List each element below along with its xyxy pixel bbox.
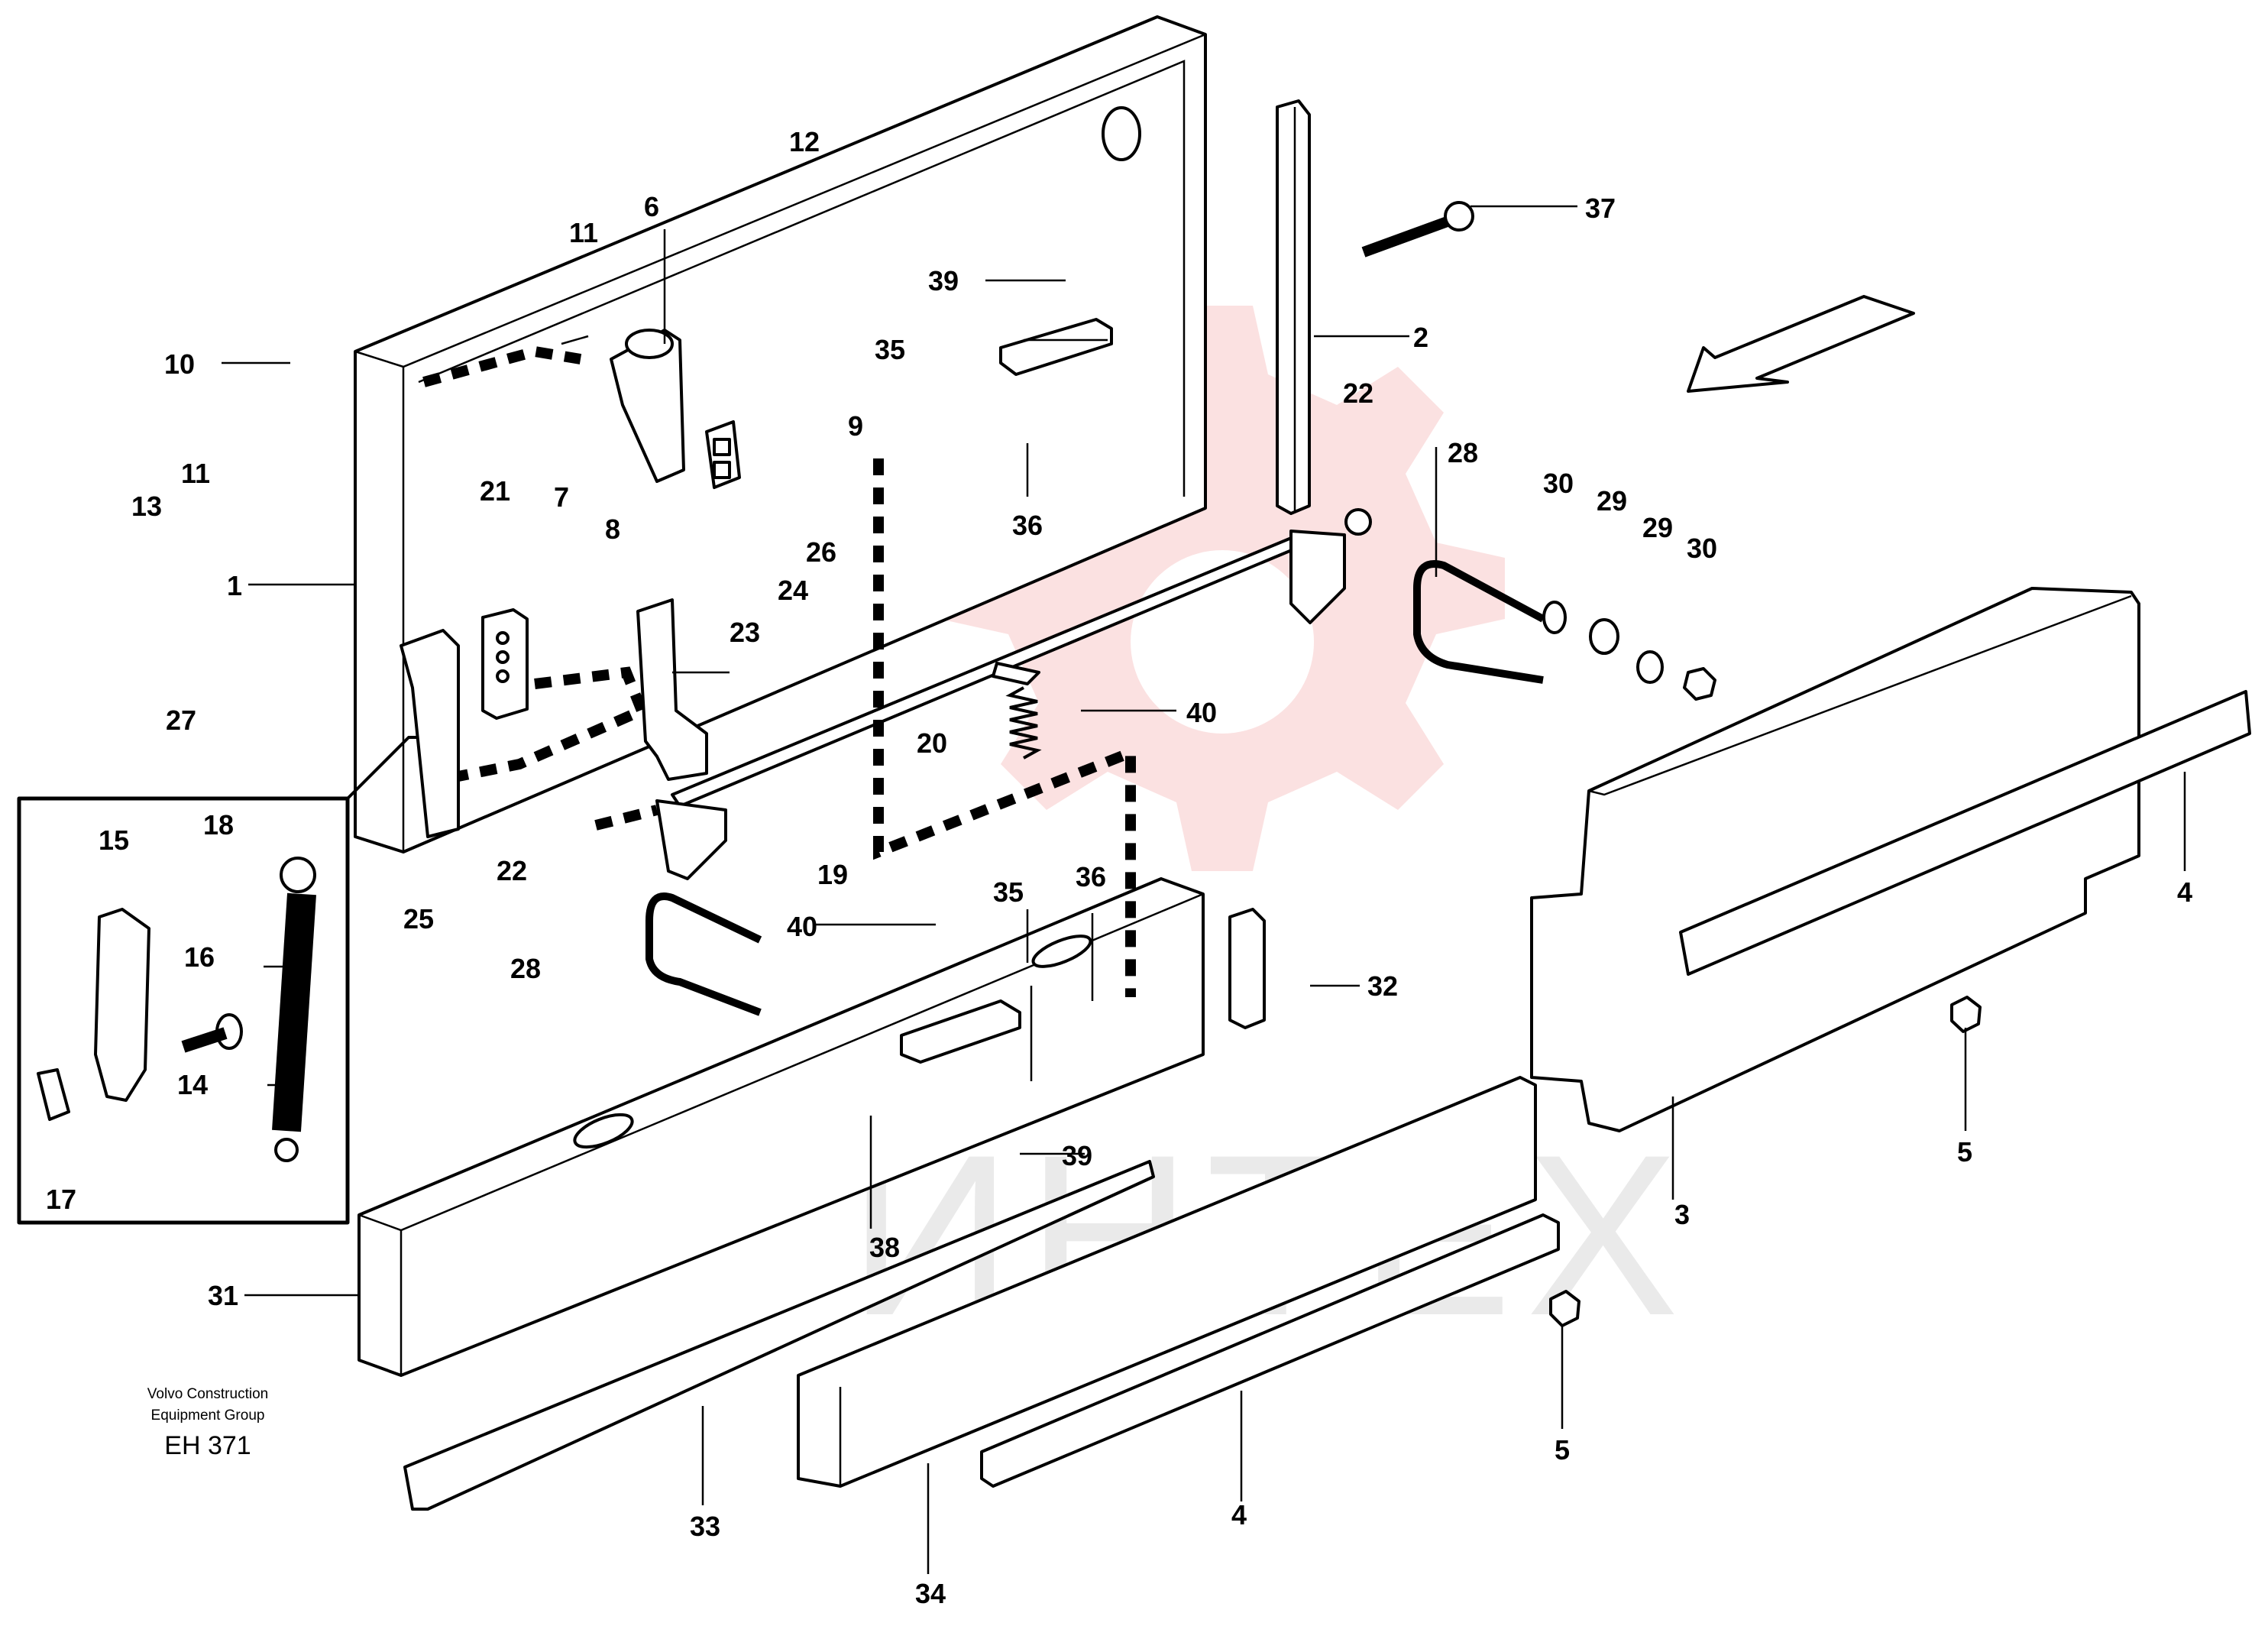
callout-8: 8 (605, 513, 620, 545)
callout-2: 2 (1413, 322, 1428, 353)
nut-part-5-upper (1950, 996, 1982, 1033)
bushing-part-32 (1228, 908, 1266, 1029)
callout-23: 23 (730, 617, 760, 648)
callout-39-upper: 39 (928, 265, 959, 296)
linkage-rod-part-19 (655, 508, 1372, 880)
block-part-3 (1530, 587, 2140, 1132)
callout-39-lower: 39 (1062, 1140, 1092, 1171)
callout-11-lower: 11 (181, 458, 210, 489)
callout-4-upper: 4 (2177, 876, 2192, 908)
callout-18: 18 (203, 809, 234, 841)
callout-20: 20 (917, 727, 947, 759)
drawing-code: EH 371 (164, 1431, 251, 1460)
callout-5-lower: 5 (1555, 1434, 1570, 1466)
callout-30-left: 30 (1543, 468, 1574, 499)
bracket-part-21 (481, 608, 529, 720)
door-hinge-bracket (400, 629, 460, 838)
callout-14: 14 (177, 1069, 208, 1100)
gas-strut-part-14 (272, 857, 316, 1162)
callout-7: 7 (554, 481, 569, 513)
washer-stack-parts-29-30 (1542, 601, 1716, 701)
callout-31: 31 (208, 1280, 238, 1311)
credit-line-1: Volvo Construction (147, 1386, 268, 1402)
callout-33: 33 (690, 1511, 720, 1542)
long-bolt-part-37 (1361, 201, 1474, 258)
callout-38: 38 (869, 1232, 900, 1263)
callout-35-lower: 35 (993, 876, 1024, 908)
u-bolt-part-28-right (1413, 560, 1545, 684)
callout-19: 19 (817, 859, 848, 890)
callout-27: 27 (166, 705, 196, 736)
callout-6: 6 (644, 191, 659, 222)
block-part-34 (797, 1076, 1537, 1488)
callout-25: 25 (403, 903, 434, 935)
callout-13: 13 (131, 491, 162, 522)
door-panel-part-1 (354, 15, 1207, 854)
outline-dashed-plate (873, 458, 1136, 997)
callout-36-lower: 36 (1076, 861, 1106, 892)
callout-labels: 1 2 3 4 4 5 5 6 7 8 9 10 11 11 12 13 14 … (46, 126, 2192, 1609)
callout-28-right: 28 (1448, 437, 1478, 468)
callout-26: 26 (806, 536, 836, 568)
callout-34: 34 (915, 1578, 946, 1609)
hinge-plate-part-35-lower (900, 999, 1021, 1064)
hinge-part-17 (37, 1068, 70, 1121)
strip-part-4-lower (980, 1213, 1560, 1488)
direction-arrow-icon (1687, 295, 1915, 393)
callout-22-lower: 22 (497, 855, 527, 886)
callout-21: 21 (480, 475, 510, 507)
callout-36-upper: 36 (1012, 510, 1043, 541)
hinge-arm-part-15 (94, 908, 150, 1102)
vertical-rod-part-2 (1276, 99, 1311, 515)
callout-5-upper: 5 (1957, 1136, 1972, 1168)
leader-lines (222, 205, 2186, 1574)
bracket-part-23 (636, 598, 708, 781)
callout-1: 1 (227, 570, 242, 601)
pin-part-16 (181, 1013, 243, 1053)
callout-12: 12 (789, 126, 820, 157)
callout-3: 3 (1674, 1199, 1690, 1230)
callout-24: 24 (778, 575, 808, 606)
callout-35-upper: 35 (875, 334, 905, 365)
callout-29-right: 29 (1642, 512, 1673, 543)
nut-part-5-lower (1549, 1290, 1580, 1327)
callout-16: 16 (184, 941, 215, 973)
callout-40-right: 40 (1186, 697, 1217, 728)
callout-30-right: 30 (1687, 533, 1717, 564)
hinge-plate-part-35-upper (999, 318, 1113, 376)
callout-37: 37 (1585, 193, 1616, 224)
callout-17: 17 (46, 1184, 76, 1215)
spring-part-20 (1005, 686, 1042, 760)
callout-11-upper: 11 (569, 217, 598, 248)
callout-22-upper: 22 (1343, 377, 1373, 409)
lock-block-part-9 (705, 420, 741, 489)
callout-15: 15 (99, 824, 129, 856)
callout-32: 32 (1367, 970, 1398, 1002)
callout-4-lower: 4 (1231, 1499, 1247, 1531)
callout-28-left: 28 (510, 953, 541, 984)
rail-part-33 (403, 1160, 1155, 1511)
strip-part-4-upper (1679, 690, 2251, 976)
callout-9: 9 (848, 410, 863, 442)
credit-block: Volvo Construction Equipment Group EH 37… (147, 1386, 268, 1460)
detail-inset-box (17, 736, 416, 1225)
callout-29-left: 29 (1597, 485, 1627, 517)
callout-40-left: 40 (787, 911, 817, 942)
callout-10: 10 (164, 348, 195, 380)
u-bolt-part-28-left (645, 892, 762, 1016)
credit-line-2: Equipment Group (151, 1407, 265, 1424)
